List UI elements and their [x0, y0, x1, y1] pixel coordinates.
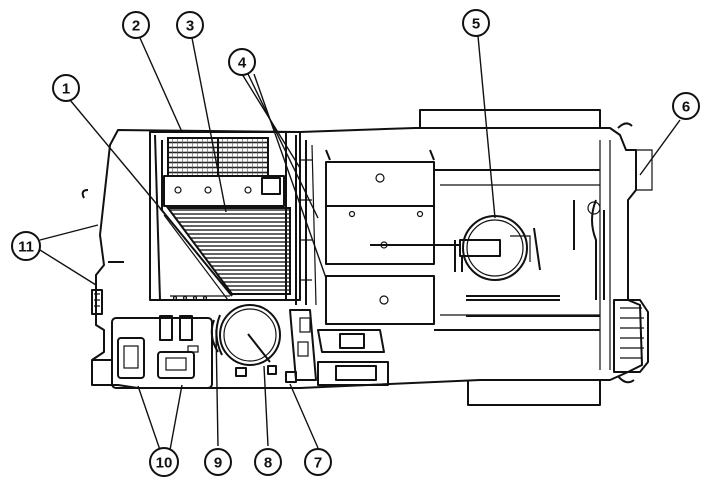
leader-lines: [39, 35, 681, 451]
callout-9: 9: [204, 448, 232, 476]
callout-10: 10: [149, 447, 179, 477]
callout-label: 2: [132, 18, 140, 35]
driver-area: [285, 309, 389, 386]
callout-label: 8: [264, 455, 272, 472]
callout-7: 7: [304, 448, 332, 476]
callout-11: 11: [11, 231, 41, 261]
callout-label: 9: [214, 455, 222, 472]
callout-5: 5: [462, 9, 490, 37]
lower-left-hatches: [92, 315, 213, 389]
callout-label: 7: [314, 455, 322, 472]
main-hatch: [454, 215, 541, 281]
callout-label: 5: [472, 16, 480, 33]
callout-3: 3: [176, 11, 204, 39]
callout-label: 6: [682, 99, 690, 116]
callout-label: 10: [156, 455, 173, 472]
callout-6: 6: [672, 92, 700, 120]
hull-outline: [81, 109, 653, 406]
commander-hatch: [210, 304, 281, 377]
engine-deck: [149, 131, 317, 306]
radiator-grille: [166, 207, 291, 295]
callout-label: 4: [238, 55, 247, 72]
callout-label: 11: [18, 239, 34, 256]
callout-8: 8: [254, 448, 282, 476]
top-plates: [325, 149, 605, 331]
callout-label: 1: [62, 81, 70, 98]
callout-1: 1: [52, 74, 80, 102]
callout-label: 3: [186, 18, 194, 35]
callout-4: 4: [228, 48, 256, 76]
callout-2: 2: [122, 11, 150, 39]
